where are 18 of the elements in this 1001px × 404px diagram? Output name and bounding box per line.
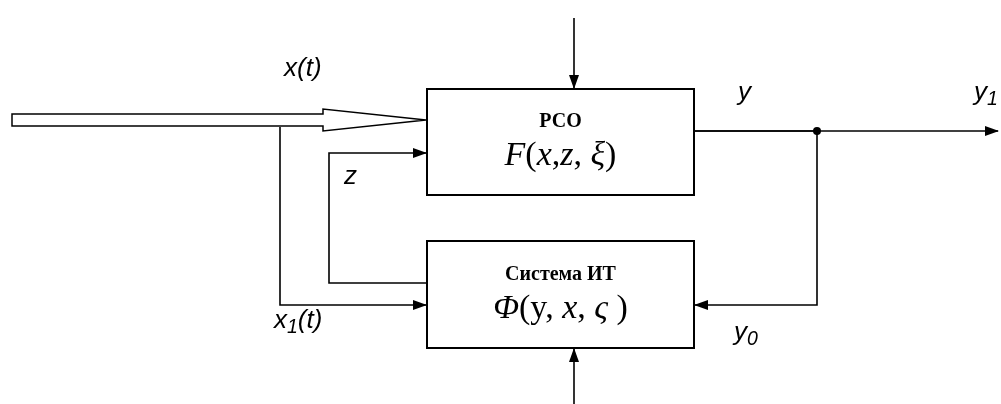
function-formula: F(x,z, ξ) (504, 134, 617, 175)
block-title: Система ИТ (505, 260, 616, 286)
function-formula: Φ(y, x, ς ) (493, 286, 628, 327)
edge-label: x(t) (284, 54, 322, 80)
edge-label: y$_{0}$ (734, 318, 758, 344)
edge-label: z (344, 162, 357, 188)
process-box (426, 240, 695, 349)
arrow (694, 130, 818, 310)
hollow-arrow (11, 108, 427, 132)
process-box (426, 88, 695, 196)
signal-label: y$_{1}$ (974, 78, 998, 104)
edge-label: y (738, 78, 751, 104)
arrow (569, 17, 579, 89)
block-title: РСО (539, 108, 582, 134)
edge-label: x$_{1}$(t) (274, 306, 323, 332)
arrow (569, 348, 579, 404)
arrow (328, 148, 427, 284)
arrow (279, 126, 427, 310)
